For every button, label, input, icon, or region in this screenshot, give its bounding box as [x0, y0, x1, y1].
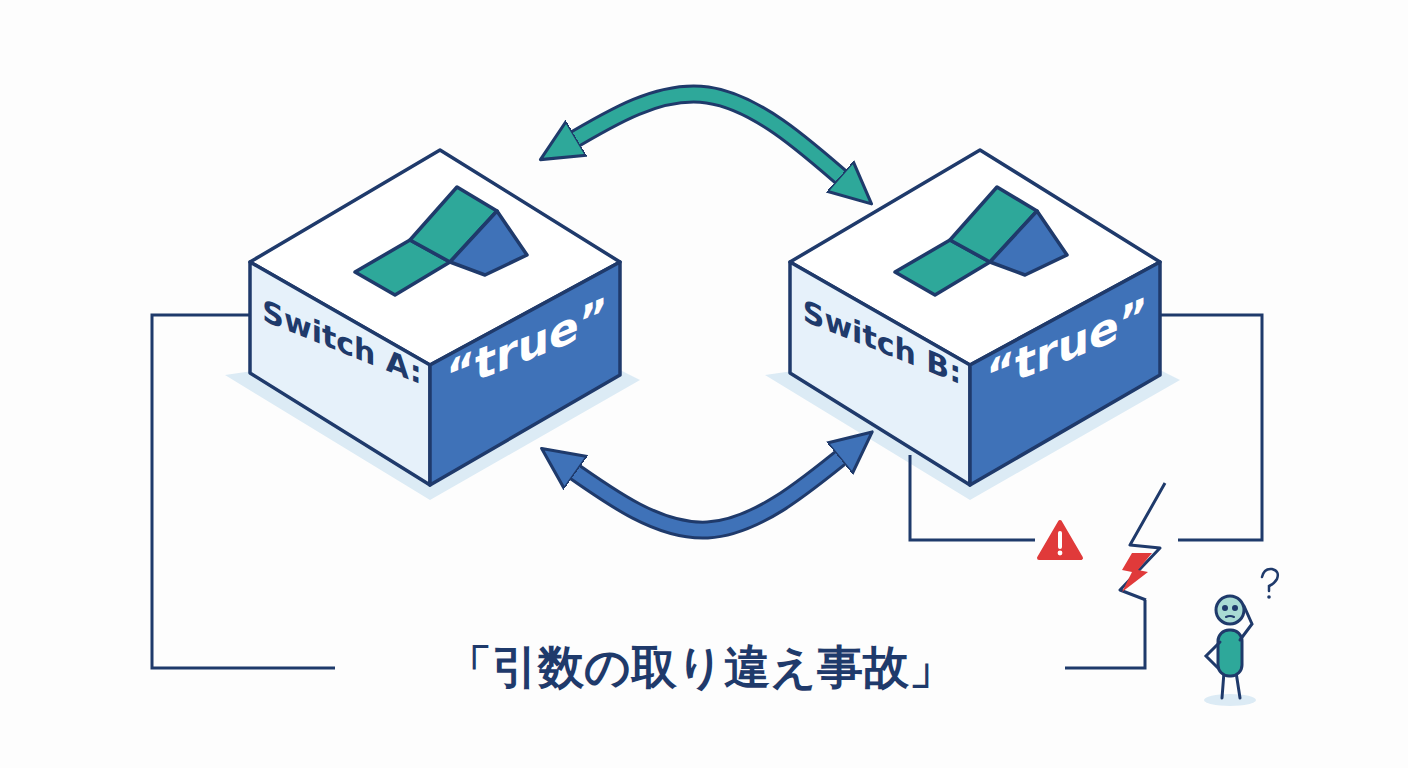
double-arrow [565, 94, 850, 185]
figure-eye [1224, 607, 1227, 610]
figure-eye [1234, 607, 1237, 610]
confused-figure [1204, 569, 1278, 706]
wire [1065, 600, 1145, 668]
warning-mark [1058, 551, 1063, 556]
warning-mark [1058, 533, 1062, 547]
figure-arm [1206, 642, 1220, 668]
warning-symbol [1039, 522, 1081, 558]
warning-triangle [1039, 522, 1081, 558]
switch-box: Switch A:“true” [245, 145, 625, 490]
box-right-face [970, 262, 1160, 485]
switch-side [990, 211, 1067, 275]
figure-mouth [1226, 616, 1234, 617]
double-arrow [565, 450, 850, 530]
lightning-bolt [1120, 483, 1165, 600]
figure-shadow [1204, 694, 1256, 706]
question-mark [1262, 569, 1278, 591]
switch-box: Switch B:“true” [785, 145, 1165, 490]
broken-wire [1120, 483, 1165, 600]
box-right-face [430, 262, 620, 485]
arrow-body [565, 94, 850, 185]
arrow-outline [565, 450, 850, 530]
figure-head [1216, 596, 1244, 624]
box-left-face [250, 262, 430, 485]
wire [1150, 315, 1262, 540]
switch-side [450, 211, 527, 275]
question-mark [1267, 595, 1271, 599]
arrow-body [565, 450, 850, 530]
diagram-title: 「引数の取り違え事故」 [446, 637, 955, 699]
spark [1122, 553, 1152, 592]
arrow-outline [565, 94, 850, 185]
box-left-face [790, 262, 970, 485]
figure-body [1218, 630, 1242, 676]
